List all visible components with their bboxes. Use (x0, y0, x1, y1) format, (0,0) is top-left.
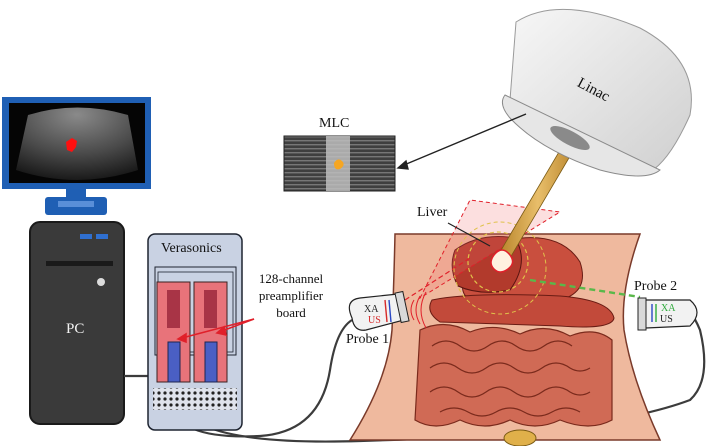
probe2-us-tag: US (660, 314, 673, 325)
probe2-label: Probe 2 (634, 279, 678, 294)
pc-light-2 (96, 234, 108, 239)
probe1-element-red (384, 299, 388, 323)
preamp-board-label: 128-channel preamplifier board (253, 270, 329, 321)
probe1-xa-tag: XA (364, 304, 379, 315)
target-ring-outer (453, 221, 547, 315)
liver-target-spot (66, 138, 77, 152)
probe2-us-path (529, 278, 641, 299)
preamp-board-label-line3: board (276, 305, 306, 320)
probe1-label: Probe 1 (346, 332, 390, 347)
linac-aperture (550, 125, 590, 151)
transverse-colon (429, 294, 615, 328)
probe-2 (637, 297, 698, 331)
liver-label: Liver (417, 205, 448, 220)
monitor (2, 97, 151, 215)
monitor-neck (66, 189, 86, 197)
fov-dashed-edge (404, 257, 471, 301)
linac (396, 8, 692, 177)
linac-collimator (501, 94, 661, 177)
verasonics-system (147, 233, 255, 431)
probe1-us-tag: US (368, 315, 381, 326)
pc-drive-bay (46, 261, 113, 266)
liver-leader-line (447, 222, 491, 247)
radiation-field (404, 139, 641, 329)
probe1-element-blue (388, 299, 392, 323)
connector-right (204, 341, 218, 383)
pc-tower (29, 221, 125, 425)
verasonics-label: Verasonics (161, 241, 222, 256)
preamp-board-label-line1: 128-channel (258, 271, 324, 286)
target-ring (467, 231, 529, 293)
probe-1 (348, 290, 410, 331)
connector-left (167, 341, 181, 383)
monitor-stand-highlight (58, 201, 94, 207)
preamp-board-label-line2: preamplifier (258, 288, 324, 303)
small-intestine (414, 323, 613, 427)
mlc-target-aperture (334, 159, 344, 170)
pc-case (29, 221, 125, 425)
board-chip-right (204, 290, 217, 328)
probe1-waves (410, 291, 427, 329)
board-chip-left (167, 290, 180, 328)
tumor-target (490, 249, 514, 273)
pc-power-button (97, 278, 105, 286)
ultrasound-image (16, 107, 138, 180)
preamp-arrows (176, 318, 255, 344)
probe1-head (394, 290, 410, 324)
probe2-head (637, 297, 647, 331)
verasonics-vent (153, 388, 237, 410)
pc-label: PC (66, 321, 85, 337)
mlc-image (283, 135, 396, 192)
mlc-label: MLC (319, 116, 350, 131)
linac-to-mlc-arrow (396, 113, 527, 170)
bladder (503, 429, 537, 446)
linac-gantry (509, 8, 692, 173)
probe2-xa-tag: XA (661, 303, 676, 314)
pc-light-1 (80, 234, 92, 239)
